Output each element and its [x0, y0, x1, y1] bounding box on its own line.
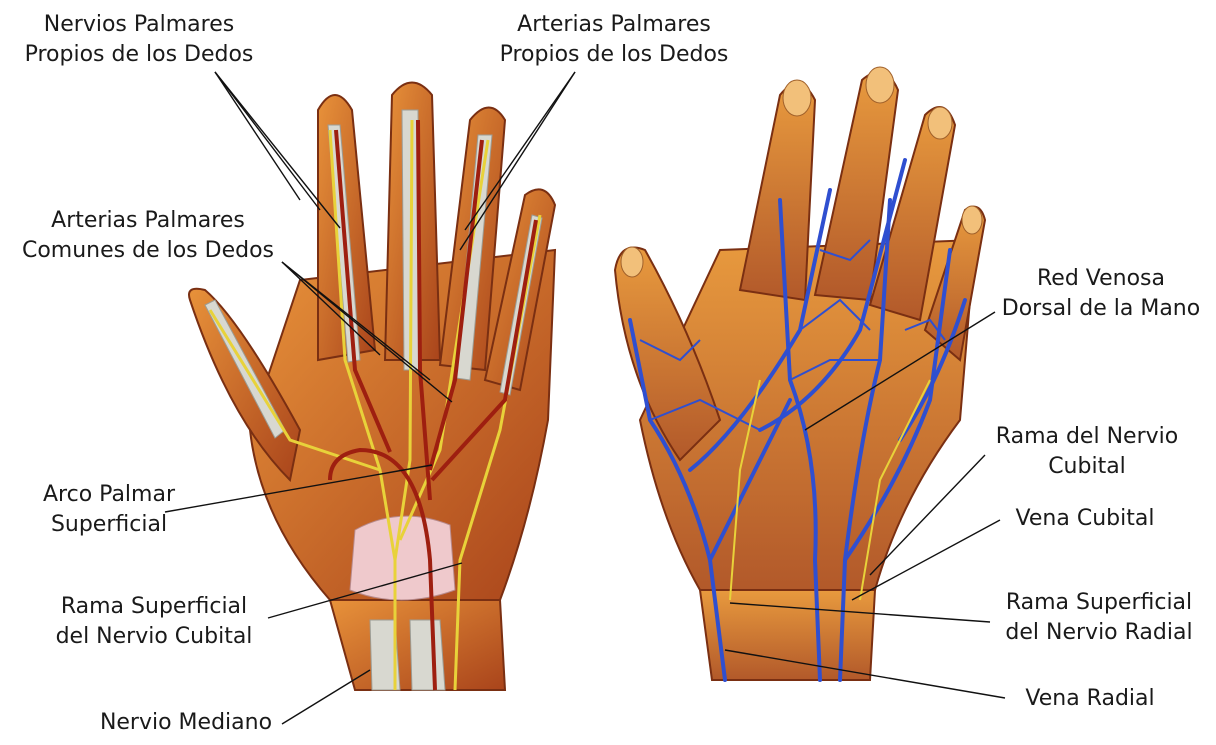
label-rama-superficial-cubital: Rama Superficial del Nervio Cubital: [40, 592, 268, 652]
dorsal-index-finger: [740, 84, 815, 300]
label-nervios-palmares-propios: Nervios Palmares Propios de los Dedos: [8, 10, 270, 70]
flexor-retinaculum: [350, 516, 455, 600]
dorsal-wrist: [700, 590, 875, 680]
label-rama-superficial-radial: Rama Superficial del Nervio Radial: [985, 588, 1213, 648]
label-arco-palmar: Arco Palmar Superficial: [20, 480, 198, 540]
label-vena-radial: Vena Radial: [1005, 684, 1175, 714]
label-red-venosa: Red Venosa Dorsal de la Mano: [990, 264, 1212, 324]
label-rama-nervio-cubital: Rama del Nervio Cubital: [982, 422, 1192, 482]
label-vena-cubital: Vena Cubital: [1000, 504, 1170, 534]
dorsal-hand: [615, 67, 985, 680]
label-arterias-palmares-propios: Arterias Palmares Propios de los Dedos: [478, 10, 750, 70]
label-nervio-mediano: Nervio Mediano: [88, 708, 284, 738]
label-arterias-palmares-comunes: Arterias Palmares Comunes de los Dedos: [8, 206, 288, 266]
